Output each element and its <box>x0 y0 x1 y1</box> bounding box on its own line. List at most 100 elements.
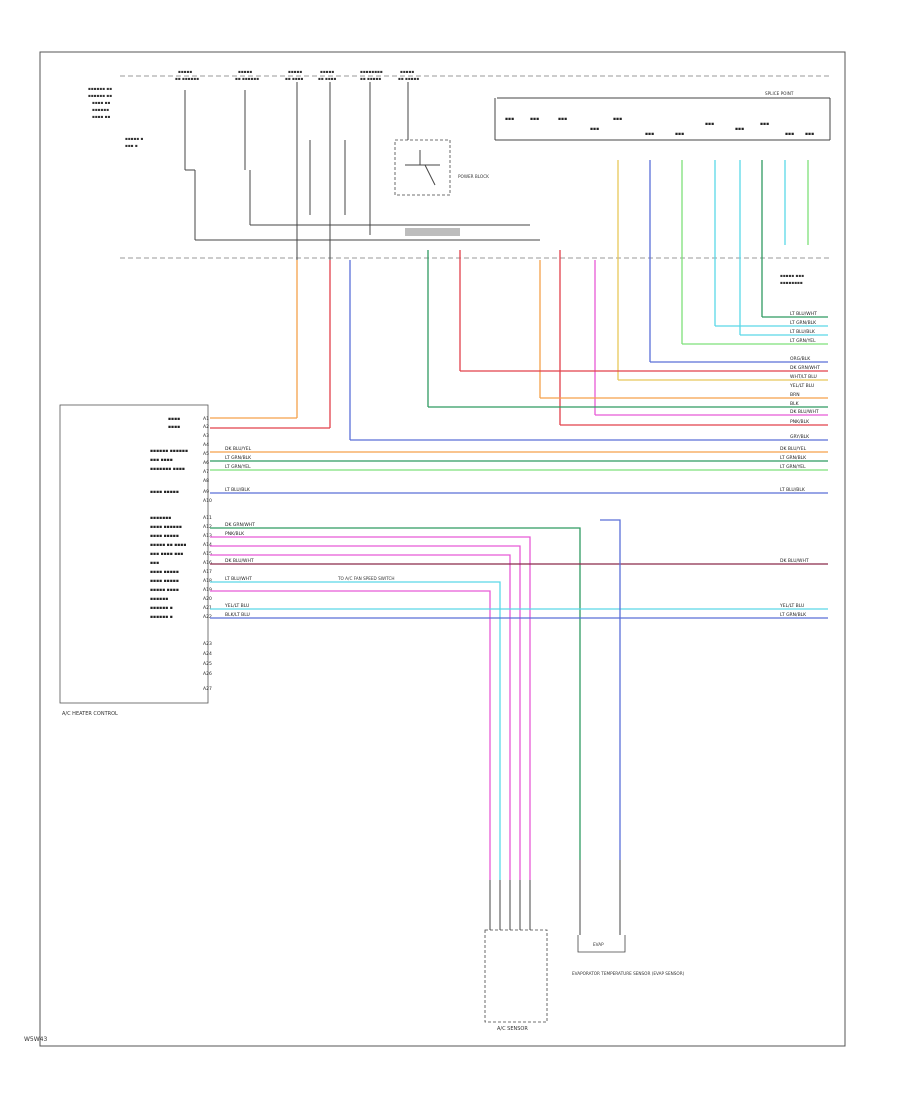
evap-sensor-label: EVAPORATOR TEMPERATURE SENSOR (EVAP SENS… <box>572 971 685 976</box>
svg-text:YEL/LT BLU: YEL/LT BLU <box>224 603 249 609</box>
svg-text:▪▪▪▪▪▪ ▪▪▪▪▪▪: ▪▪▪▪▪▪ ▪▪▪▪▪▪ <box>150 449 188 454</box>
svg-text:LT GRN/BLK: LT GRN/BLK <box>780 455 807 461</box>
svg-text:A3: A3 <box>203 433 209 439</box>
svg-text:▪▪▪▪▪▪ ▪: ▪▪▪▪▪▪ ▪ <box>150 615 173 620</box>
svg-text:PNK/BLK: PNK/BLK <box>225 531 245 537</box>
relay-box-label: POWER BLOCK <box>458 174 489 179</box>
svg-text:LT BLU/WHT: LT BLU/WHT <box>790 311 817 317</box>
svg-text:DK BLU/WHT: DK BLU/WHT <box>780 558 809 564</box>
hvac-pin-labels: ▪▪▪▪ ▪▪▪▪ ▪▪▪▪▪▪ ▪▪▪▪▪▪ ▪▪▪ ▪▪▪▪ ▪▪▪▪▪▪▪… <box>150 417 188 620</box>
svg-text:ORG/BLK: ORG/BLK <box>790 356 811 362</box>
svg-text:▪▪▪▪▪▪▪ ▪▪▪▪: ▪▪▪▪▪▪▪ ▪▪▪▪ <box>150 467 185 472</box>
svg-text:A15: A15 <box>203 551 212 557</box>
svg-text:▪▪▪: ▪▪▪ <box>760 122 769 127</box>
svg-text:GRY/BLK: GRY/BLK <box>790 434 810 440</box>
svg-text:A25: A25 <box>203 661 212 667</box>
footer-code: W5W43 <box>24 1036 48 1043</box>
svg-text:LT GRN/BLK: LT GRN/BLK <box>790 320 817 326</box>
svg-text:▪▪▪: ▪▪▪ <box>735 127 744 132</box>
hvac-output-wires <box>210 417 828 880</box>
svg-text:▪▪▪▪▪▪▪: ▪▪▪▪▪▪▪ <box>150 516 171 521</box>
svg-text:▪▪▪ ▪▪▪▪ ▪▪▪: ▪▪▪ ▪▪▪▪ ▪▪▪ <box>150 552 183 557</box>
svg-text:▪▪▪▪ ▪▪▪▪▪: ▪▪▪▪ ▪▪▪▪▪ <box>150 570 179 575</box>
svg-text:▪▪▪: ▪▪▪ <box>505 117 514 122</box>
svg-text:▪▪▪▪▪: ▪▪▪▪▪ <box>320 69 334 74</box>
svg-text:▪▪ ▪▪▪▪: ▪▪ ▪▪▪▪ <box>318 76 337 81</box>
right-wire-labels: LT BLU/WHT LT GRN/BLK LT BLU/BLK LT GRN/… <box>789 311 820 440</box>
svg-text:LT BLU/WHT: LT BLU/WHT <box>225 576 252 582</box>
svg-text:A18: A18 <box>203 578 212 584</box>
svg-text:▪▪▪▪ ▪▪: ▪▪▪▪ ▪▪ <box>92 100 111 105</box>
hvac-control-label: A/C HEATER CONTROL <box>62 711 118 717</box>
svg-text:▪▪▪: ▪▪▪ <box>558 117 567 122</box>
svg-text:A9: A9 <box>203 489 209 495</box>
fuse-labels-top: ▪▪▪▪▪ ▪▪ ▪▪▪▪▪▪ ▪▪▪▪▪ ▪▪ ▪▪▪▪▪▪ ▪▪▪▪▪ ▪▪… <box>175 69 419 81</box>
svg-text:A8: A8 <box>203 478 209 484</box>
svg-text:A24: A24 <box>203 651 212 657</box>
svg-text:A19: A19 <box>203 587 212 593</box>
svg-text:A17: A17 <box>203 569 212 575</box>
svg-text:LT BLU/BLK: LT BLU/BLK <box>780 487 806 493</box>
svg-text:▪▪▪▪ ▪▪▪▪▪: ▪▪▪▪ ▪▪▪▪▪ <box>150 490 179 495</box>
page-frame <box>39 51 846 1047</box>
svg-text:▪▪▪▪▪▪ ▪▪: ▪▪▪▪▪▪ ▪▪ <box>88 93 112 98</box>
svg-text:LT BLU/BLK: LT BLU/BLK <box>790 329 816 335</box>
svg-text:▪▪▪▪▪ ▪▪ ▪▪▪▪: ▪▪▪▪▪ ▪▪ ▪▪▪▪ <box>150 543 186 548</box>
svg-text:▪▪▪: ▪▪▪ <box>530 117 539 122</box>
svg-text:▪▪ ▪▪▪▪▪: ▪▪ ▪▪▪▪▪ <box>360 76 381 81</box>
ac-sensor-label: A/C SENSOR <box>497 1026 528 1032</box>
right-mid-block-label: ▪▪▪▪▪ ▪▪▪ <box>780 273 804 278</box>
horizontal-wires-right <box>350 316 828 441</box>
gray-connector-bar <box>405 228 460 236</box>
svg-text:A21: A21 <box>203 605 212 611</box>
svg-text:WHT/LT BLU: WHT/LT BLU <box>790 374 817 380</box>
jump-point-label: SPLICE POINT <box>765 91 794 96</box>
svg-text:▪▪▪▪▪: ▪▪▪▪▪ <box>400 69 414 74</box>
svg-text:LT GRN/YEL: LT GRN/YEL <box>780 464 806 470</box>
svg-text:▪▪▪▪ ▪▪▪▪▪: ▪▪▪▪ ▪▪▪▪▪ <box>150 579 179 584</box>
svg-text:A5: A5 <box>203 451 209 457</box>
top-fuse-column <box>184 82 540 260</box>
svg-text:DK BLU/YEL: DK BLU/YEL <box>225 446 252 452</box>
svg-text:A7: A7 <box>203 469 209 475</box>
svg-text:A2: A2 <box>203 424 209 430</box>
svg-text:▪▪▪: ▪▪▪ <box>645 132 654 137</box>
svg-text:▪▪▪: ▪▪▪ <box>675 132 684 137</box>
svg-text:DK BLU/YEL: DK BLU/YEL <box>780 446 807 452</box>
svg-text:▪▪▪▪▪▪▪▪: ▪▪▪▪▪▪▪▪ <box>360 69 383 74</box>
svg-text:A26: A26 <box>203 671 212 677</box>
svg-text:▪▪▪: ▪▪▪ <box>590 127 599 132</box>
svg-text:PNK/BLK: PNK/BLK <box>790 419 810 425</box>
svg-text:▪▪▪▪▪▪: ▪▪▪▪▪▪ <box>92 107 109 112</box>
svg-text:A16: A16 <box>203 560 212 566</box>
svg-text:▪▪ ▪▪▪▪▪▪: ▪▪ ▪▪▪▪▪▪ <box>235 76 259 81</box>
control-wire-labels: DK BLU/YEL LT GRN/BLK LT GRN/YEL LT BLU/… <box>224 446 809 618</box>
svg-text:▪▪▪: ▪▪▪ <box>785 132 794 137</box>
svg-text:▪▪▪: ▪▪▪ <box>613 117 622 122</box>
svg-text:LT GRN/YEL: LT GRN/YEL <box>790 338 816 344</box>
svg-text:A12: A12 <box>203 524 212 530</box>
right-connector-pins: ▪▪▪ ▪▪▪ ▪▪▪ ▪▪▪ ▪▪▪ ▪▪▪ ▪▪▪ ▪▪▪ ▪▪▪ ▪▪▪ ▪▪▪ ▪▪▪ <box>505 117 814 137</box>
svg-text:DK GRN/WHT: DK GRN/WHT <box>225 522 255 528</box>
top-left-legend: ▪▪▪▪▪▪ ▪▪ ▪▪▪▪▪▪ ▪▪ ▪▪▪▪ ▪▪ ▪▪▪▪▪▪ ▪▪▪▪ … <box>88 86 144 148</box>
svg-text:BRN: BRN <box>790 392 800 398</box>
svg-text:A23: A23 <box>203 641 212 647</box>
svg-text:▪▪▪▪: ▪▪▪▪ <box>168 425 180 430</box>
svg-text:▪▪▪▪ ▪▪▪▪▪: ▪▪▪▪ ▪▪▪▪▪ <box>150 534 179 539</box>
svg-text:▪▪▪▪▪: ▪▪▪▪▪ <box>178 69 192 74</box>
svg-text:▪▪▪ ▪: ▪▪▪ ▪ <box>125 143 138 148</box>
evap-short-label: EVAP <box>593 942 604 947</box>
svg-text:YEL/LT BLU: YEL/LT BLU <box>779 603 804 609</box>
svg-text:BLK: BLK <box>790 401 800 407</box>
relay-internals <box>405 150 440 186</box>
svg-text:▪▪▪: ▪▪▪ <box>705 122 714 127</box>
svg-text:▪▪▪: ▪▪▪ <box>805 132 814 137</box>
svg-text:LT GRN/BLK: LT GRN/BLK <box>225 455 252 461</box>
vertical-wires-top <box>296 160 809 440</box>
svg-text:A11: A11 <box>203 515 212 521</box>
svg-text:A1: A1 <box>203 416 209 422</box>
svg-text:A20: A20 <box>203 596 212 602</box>
svg-text:A22: A22 <box>203 614 212 620</box>
svg-text:BLK/LT BLU: BLK/LT BLU <box>225 612 250 618</box>
